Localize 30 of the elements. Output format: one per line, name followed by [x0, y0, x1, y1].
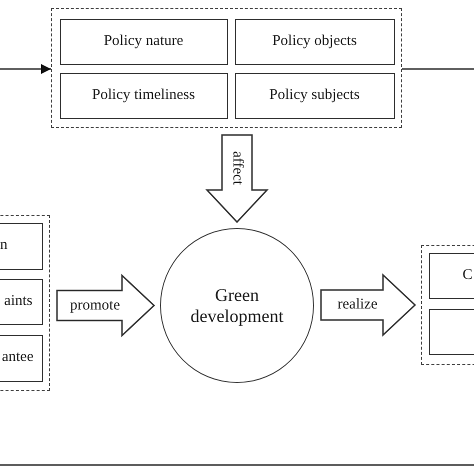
connector-line	[402, 68, 474, 70]
process-box	[60, 18, 228, 64]
process-box	[234, 18, 394, 64]
block-arrow	[205, 134, 269, 224]
process-box	[60, 72, 228, 118]
box-label: antee	[2, 349, 34, 367]
block-arrow	[56, 274, 156, 338]
edge-label: realize	[338, 296, 378, 314]
edge-label: affect	[228, 151, 246, 185]
box-label: aints	[4, 292, 32, 310]
box-label: Policy nature	[104, 32, 184, 50]
edge-label: promote	[70, 297, 120, 314]
box-label: Policy subjects	[269, 86, 360, 104]
dashed-group-box	[421, 245, 474, 365]
process-box	[0, 334, 42, 382]
box-label: n	[0, 237, 8, 255]
box-label: Policy timeliness	[92, 86, 195, 104]
box-label: C	[462, 266, 473, 284]
arrow	[0, 64, 51, 74]
dashed-group-box	[0, 215, 50, 391]
node-label: Green development	[190, 284, 284, 326]
process-box	[428, 308, 474, 354]
box-label: Policy objects	[272, 32, 357, 50]
process-box	[0, 222, 42, 270]
circle-node	[160, 228, 314, 383]
block-arrow	[320, 273, 416, 337]
process-box	[428, 252, 474, 298]
process-box	[0, 278, 42, 324]
dashed-group-box	[51, 8, 402, 128]
process-box	[234, 72, 394, 118]
